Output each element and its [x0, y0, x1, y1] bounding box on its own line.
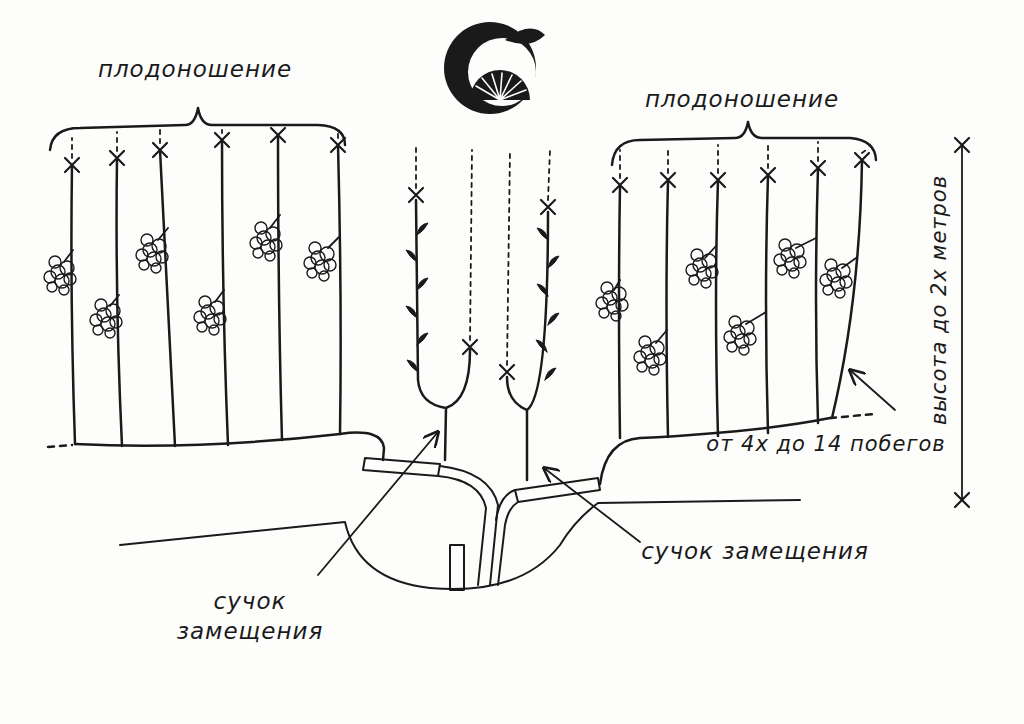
callout-label: сучок замещения: [170, 587, 330, 647]
dimension-label: высота до 2х метров: [926, 175, 953, 425]
replacement-spurs: [406, 145, 559, 480]
height-dimension: [955, 138, 969, 507]
trunk-and-trench: [120, 458, 800, 590]
logo: [444, 22, 545, 114]
note-label: от 4х до 14 побегов: [706, 431, 945, 458]
callout-label: сучок замещения: [641, 537, 869, 567]
leader-arrow: [318, 432, 438, 575]
section-heading: плодоношение: [98, 55, 292, 85]
leader-arrow: [544, 468, 640, 542]
fruiting-shoots-left: [44, 128, 384, 460]
brace: [50, 108, 345, 150]
brace: [612, 122, 876, 165]
section-heading: плодоношение: [645, 85, 839, 115]
